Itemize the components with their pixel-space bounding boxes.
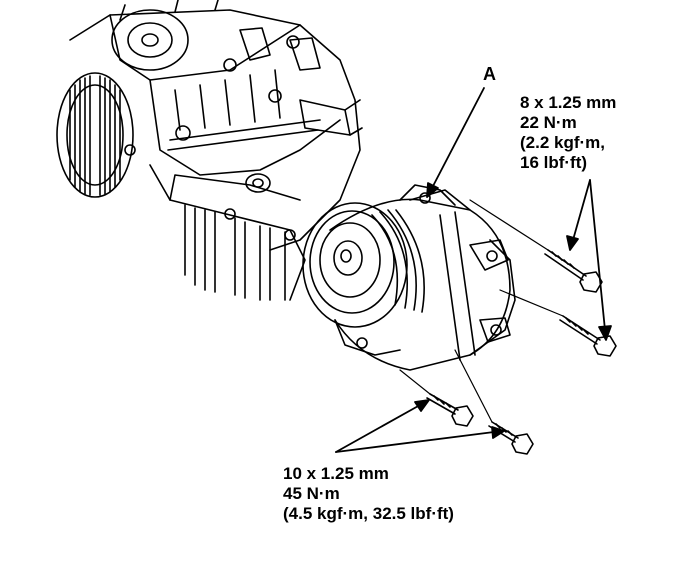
lower-bolt-1 <box>426 393 474 427</box>
engine-block-illustration <box>56 0 363 301</box>
lower-bolt-2 <box>488 421 534 455</box>
bolt-alignment-lines <box>399 199 564 423</box>
upper-bolt-2 <box>559 315 617 357</box>
upper-bolt-torque-nm: 22 N·m <box>520 113 577 132</box>
part-a-text: A <box>483 64 496 84</box>
upper-bolt-spec: 8 x 1.25 mm 22 N·m (2.2 kgf·m, 16 lbf·ft… <box>520 93 616 173</box>
lower-bolt-torque-kgf-lbf: (4.5 kgf·m, 32.5 lbf·ft) <box>283 504 454 523</box>
leader-arrows <box>335 87 612 453</box>
part-a-label: A <box>483 64 496 84</box>
upper-bolt-torque-kgf: (2.2 kgf·m, <box>520 133 606 152</box>
lower-bolt-spec: 10 x 1.25 mm 45 N·m (4.5 kgf·m, 32.5 lbf… <box>283 464 454 524</box>
lower-bolt-size: 10 x 1.25 mm <box>283 464 389 483</box>
lower-bolt-torque-nm: 45 N·m <box>283 484 340 503</box>
ac-compressor-illustration <box>302 184 516 371</box>
upper-bolt-size: 8 x 1.25 mm <box>520 93 617 112</box>
upper-bolt-torque-lbf: 16 lbf·ft) <box>520 153 588 172</box>
upper-bolt-1 <box>544 249 603 293</box>
